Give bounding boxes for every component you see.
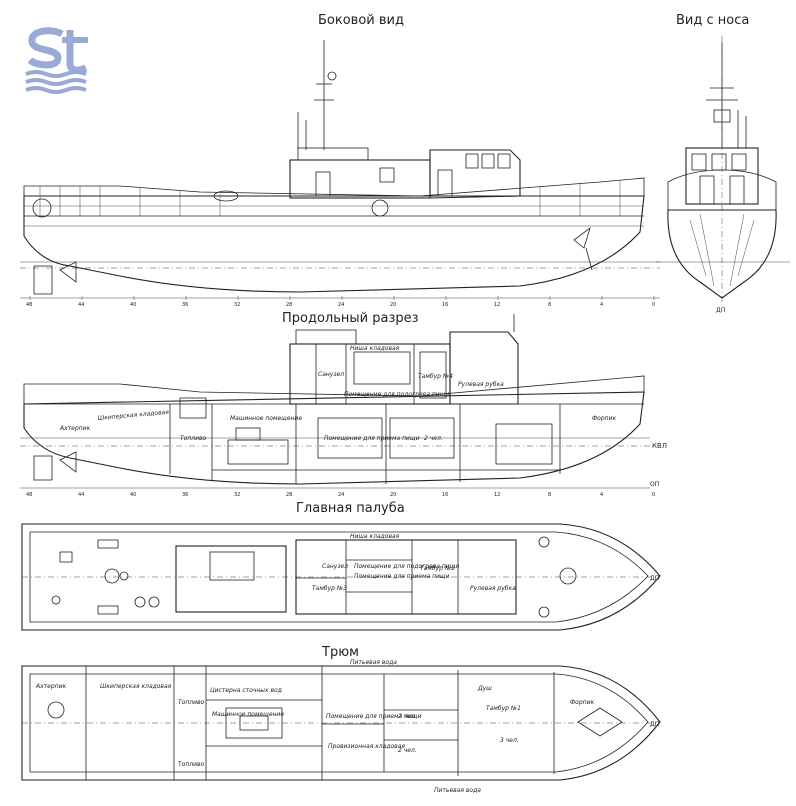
frame-label: 0: [652, 492, 655, 498]
room-bath: Санузел: [318, 371, 344, 378]
room-engine: Машинное помещение: [230, 415, 302, 422]
hold-dirty-water: Цистерна сточных вод: [210, 687, 282, 694]
company-logo: [22, 22, 94, 94]
frame-label: 20: [390, 492, 396, 498]
deck-dp-label: ДП: [650, 575, 659, 582]
room-tambur4: Тамбур №4: [418, 373, 453, 380]
room-afterpeak: Ахтерпик: [59, 425, 90, 432]
deck-pantry: Ниша кладовая: [350, 533, 400, 540]
room-forepeak: Форпик: [592, 415, 616, 422]
frame-label: 12: [494, 302, 500, 308]
frame-label: 44: [78, 492, 84, 498]
frame-label: 48: [26, 492, 32, 498]
main-deck-title: Главная палуба: [296, 501, 405, 516]
frame-label: 24: [338, 492, 344, 498]
deck-tambur2: Тамбур №2: [420, 565, 455, 572]
room-fuel: Топливо: [180, 435, 207, 442]
room-skipper: Шкиперская кладовая: [98, 409, 170, 422]
frame-label: 24: [338, 302, 344, 308]
frame-label: 32: [234, 302, 240, 308]
deck-wheelhouse: Рулевая рубка: [470, 585, 516, 592]
room-wheelhouse: Рулевая рубка: [458, 381, 504, 388]
hold-meal: Помещение для приема пищи: [326, 713, 422, 720]
main-deck-plan: Ниша кладовая Санузел Тамбур №3 Помещени…: [21, 523, 661, 631]
frame-label: 28: [286, 302, 292, 308]
hold-afterpeak: Ахтерпик: [35, 683, 66, 690]
bow-dp-label: ДП: [716, 307, 725, 314]
frame-label: 0: [652, 302, 655, 308]
frame-label: 16: [442, 302, 448, 308]
hold-shower: Душ: [477, 685, 492, 692]
side-view-title: Боковой вид: [318, 13, 404, 28]
frame-label: 12: [494, 492, 500, 498]
bow-view: ДП: [656, 36, 790, 314]
room-heat: Помещение для подогрева пищи: [344, 391, 449, 398]
deck-meal: Помещение для приема пищи: [354, 573, 450, 580]
longitudinal-section: Ахтерпик Шкиперская кладовая Топливо Маш…: [20, 314, 667, 498]
hold-cabin2a: 2 чел.: [398, 713, 417, 720]
room-cabin2: 2 чел.: [424, 435, 443, 442]
frame-label: 44: [78, 302, 84, 308]
hold-tambur1: Тамбур №1: [486, 705, 521, 712]
frame-label: 40: [130, 302, 136, 308]
hold-fuel-lower: Топливо: [177, 761, 205, 768]
hold-cabin3: 3 чел.: [500, 737, 519, 744]
frame-label: 28: [286, 492, 292, 498]
frame-label: 40: [130, 492, 136, 498]
deck-heat: Помещение для подогрева пищи: [354, 563, 459, 570]
hold-cabin2b: 2 чел.: [398, 747, 417, 754]
frame-label: 16: [442, 492, 448, 498]
frame-label: 4: [600, 492, 603, 498]
frame-label: 8: [548, 492, 551, 498]
hold-plan: Ахтерпик Шкиперская кладовая Топливо Цис…: [21, 659, 661, 794]
section-view-title: Продольный разрез: [282, 311, 419, 326]
section-op-label: ОП: [650, 481, 659, 488]
hold-engine: Машинное помещение: [212, 711, 284, 718]
room-pantry: Ниша кладовая: [350, 345, 400, 352]
deck-bath: Санузел: [322, 563, 348, 570]
frame-label: 32: [234, 492, 240, 498]
room-meal: Помещение для приема пищи: [324, 435, 420, 442]
hold-potable-top: Питьевая вода: [350, 659, 397, 666]
hold-forepeak: Форпик: [570, 699, 594, 706]
frame-label: 4: [600, 302, 603, 308]
frame-label: 8: [548, 302, 551, 308]
frame-label: 48: [26, 302, 32, 308]
section-kvl-label: КВЛ: [652, 442, 667, 450]
hold-skipper: Шкиперская кладовая: [100, 683, 172, 690]
frame-label: 20: [390, 302, 396, 308]
hold-provision: Провизионная кладовая: [328, 743, 405, 750]
hold-fuel: Топливо: [178, 699, 205, 706]
deck-tambur3: Тамбур №3: [312, 585, 347, 592]
frame-label: 36: [182, 492, 188, 498]
hold-dp-label: ДП: [650, 721, 659, 728]
bow-view-title: Вид с носа: [676, 13, 749, 28]
hold-title: Трюм: [321, 645, 359, 660]
hold-potable-bottom: Питьевая вода: [434, 787, 481, 794]
frame-label: 36: [182, 302, 188, 308]
side-view: 48 44 40 36 32 28 24 20 16 12 8 4 0: [20, 40, 660, 308]
